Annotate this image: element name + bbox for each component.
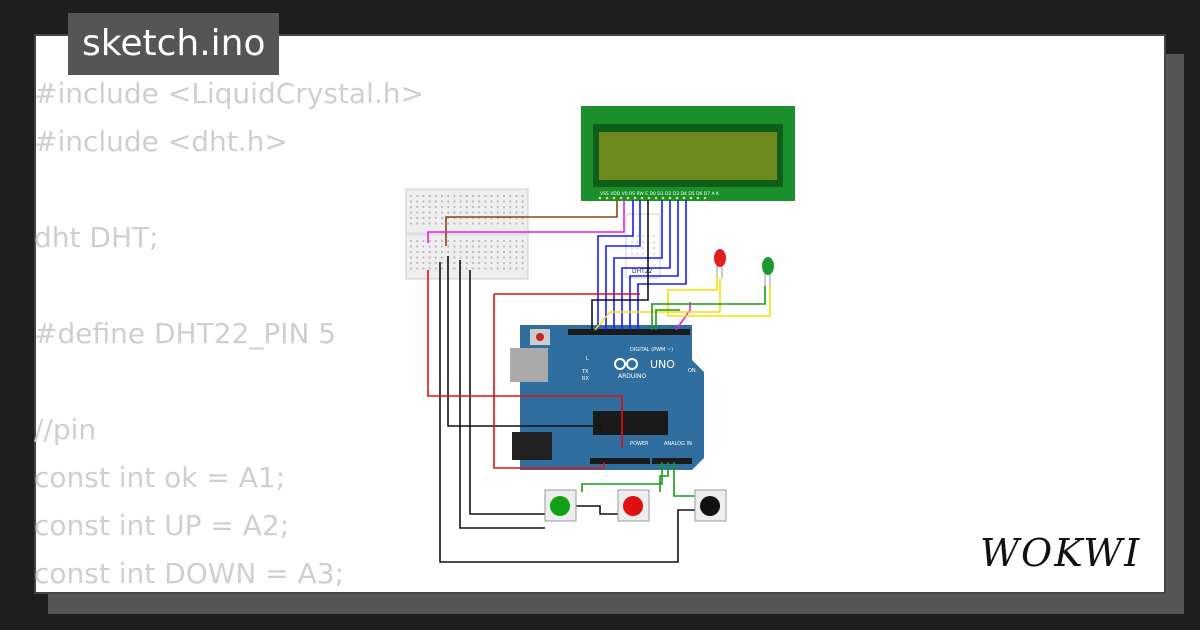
reset-button[interactable] [536, 333, 544, 341]
rx-label: RX [582, 376, 589, 382]
breadboard[interactable] [405, 188, 529, 280]
code-editor[interactable]: #include <LiquidCrystal.h> #include <dht.… [34, 70, 424, 598]
microcontroller-chip [593, 411, 668, 435]
analog-label: ANALOG IN [664, 441, 692, 447]
dht22-sensor[interactable]: DHT22 [625, 213, 661, 279]
code-line: const int UP = A2; [34, 509, 290, 542]
on-label: ON [688, 368, 696, 374]
l-label: L [586, 356, 589, 362]
code-line: #include <LiquidCrystal.h> [34, 77, 424, 110]
code-line: #include <dht.h> [34, 125, 288, 158]
code-line: //pin [34, 413, 97, 446]
usb-port [510, 348, 548, 382]
power-jack [512, 432, 552, 460]
arduino-uno[interactable]: UNO ARDUINO DIGITAL (PWM ~) POWER ANALOG… [510, 325, 704, 470]
wokwi-logo-icon: WOKWI [980, 531, 1141, 575]
arduino-logo-icon [614, 358, 638, 370]
lcd-pin-labels: VSS VDD V0 RS RW E D0 D1 D2 D3 D4 D5 D6 … [600, 191, 720, 197]
lcd-display[interactable]: VSS VDD V0 RS RW E D0 D1 D2 D3 D4 D5 D6 … [581, 106, 795, 201]
board-model: UNO [650, 358, 675, 371]
svg-text:WOKWI: WOKWI [980, 531, 1141, 575]
led-red[interactable] [714, 249, 726, 278]
digital-label: DIGITAL (PWM ~) [630, 347, 673, 353]
pushbutton-black[interactable] [694, 489, 727, 522]
pushbutton-green[interactable] [544, 489, 577, 522]
code-line: dht DHT; [34, 221, 159, 254]
card-shadow-bottom [48, 594, 1184, 614]
board-brand: ARDUINO [618, 373, 647, 380]
code-line: const int DOWN = A3; [34, 557, 345, 590]
tx-label: TX [581, 369, 589, 375]
wires [427, 200, 771, 563]
pushbutton-red[interactable] [617, 489, 650, 522]
power-label: POWER [630, 441, 649, 447]
code-line: const int ok = A1; [34, 461, 286, 494]
dht22-label: DHT22 [632, 268, 653, 275]
file-tab[interactable]: sketch.ino [68, 13, 280, 75]
code-line: #define DHT22_PIN 5 [34, 317, 337, 350]
led-green[interactable] [762, 257, 774, 286]
